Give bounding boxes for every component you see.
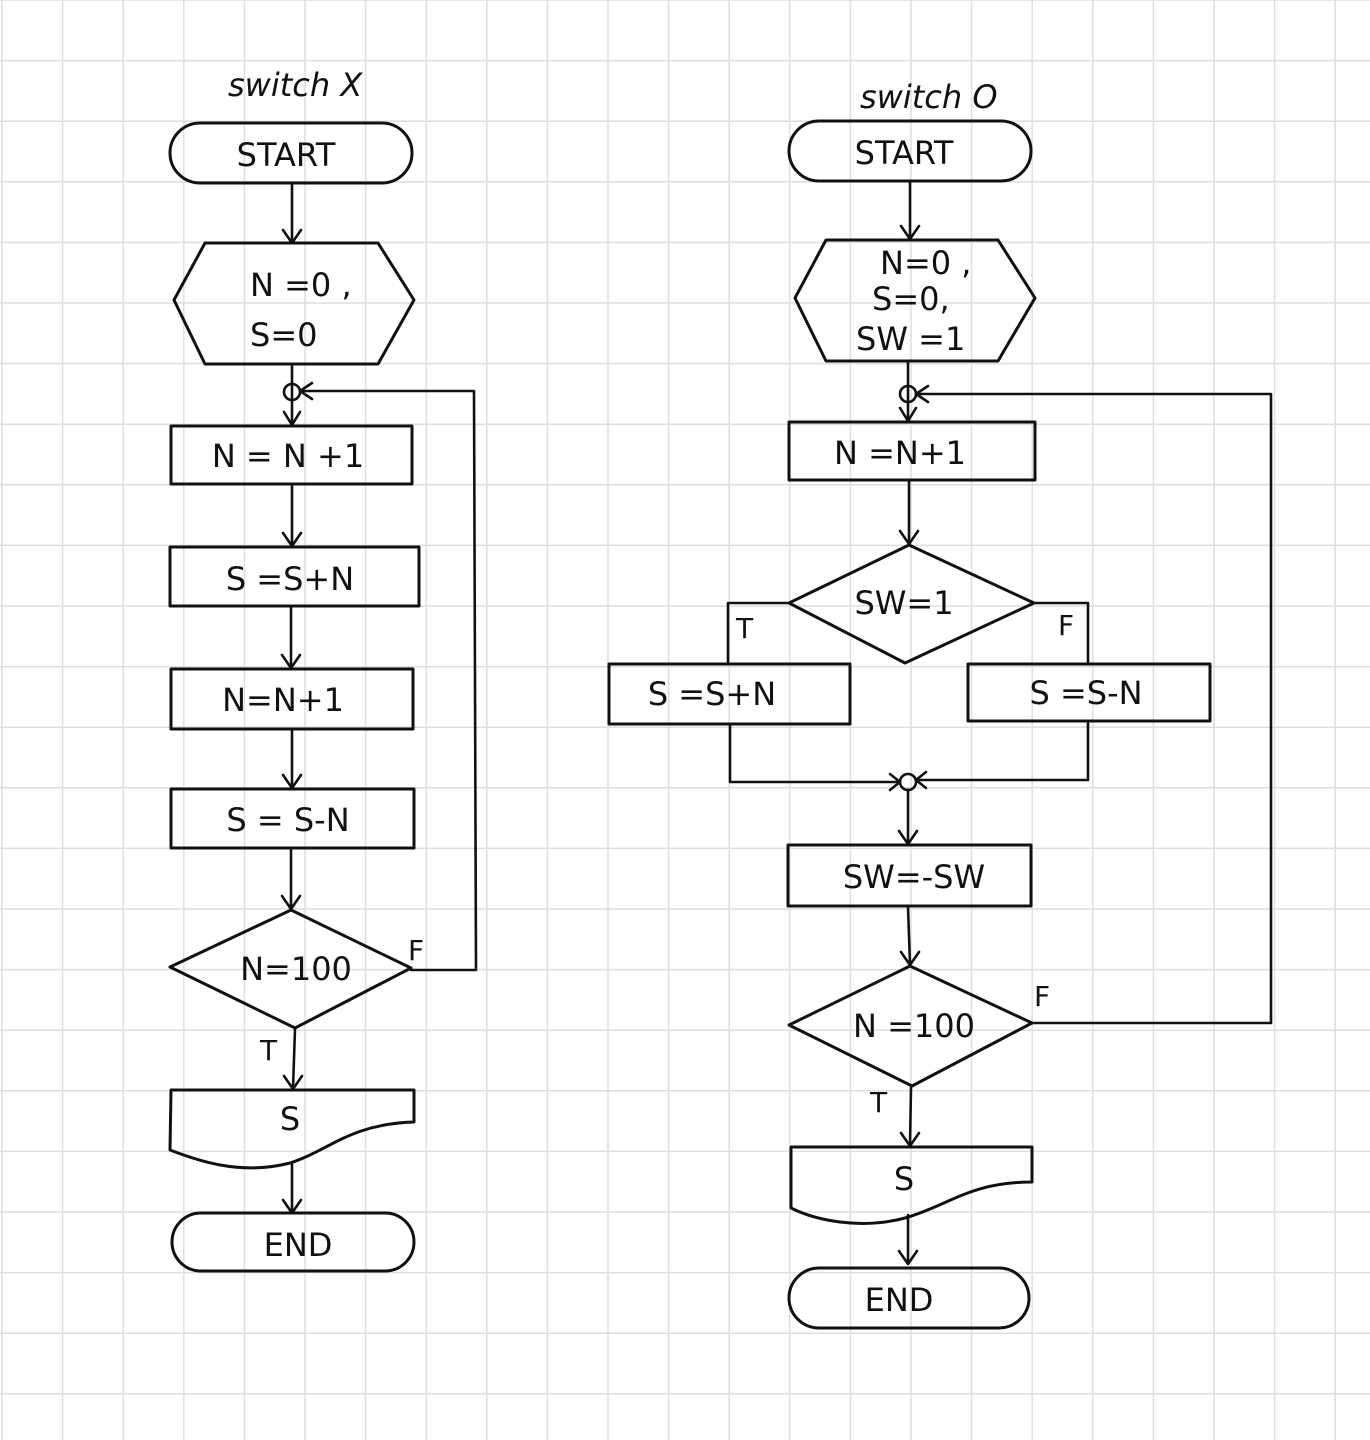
left-step2-box	[168, 545, 421, 608]
right-edge-merge-right	[914, 720, 1090, 782]
left-start-terminal	[168, 121, 414, 185]
right-init-line3: SW =1	[856, 320, 965, 358]
right-merge-arrowhead	[888, 772, 902, 792]
right-toggle-box	[786, 843, 1033, 908]
right-init-line1: N=0 ,	[880, 244, 971, 282]
left-loop-arrowhead	[298, 381, 314, 401]
right-decision-n	[787, 964, 1034, 1088]
right-edge-true-branch	[726, 601, 791, 664]
right-true-label: T	[869, 1086, 888, 1119]
left-step4-label: S = S-N	[226, 801, 349, 839]
left-init-line2: S=0	[250, 316, 317, 354]
right-step1-box	[787, 420, 1037, 482]
right-loop-back-edge	[914, 392, 1273, 1025]
right-end-label: END	[865, 1281, 934, 1319]
right-edge-toggle-decision	[906, 905, 912, 966]
right-decision-sw	[787, 543, 1036, 665]
left-step1-label: N = N +1	[212, 437, 364, 475]
left-title: switch X	[228, 66, 363, 104]
right-toggle-label: SW=-SW	[843, 858, 985, 896]
left-false-label: F	[408, 934, 424, 967]
left-start-label: START	[237, 136, 336, 174]
right-init-hexagon	[793, 238, 1037, 363]
flowchart-switch-o: switch O START N=0 , S=0, SW =1 N =N+1 S…	[607, 78, 1273, 1330]
right-branch-false-label: S =S-N	[1029, 674, 1142, 712]
right-title: switch O	[860, 78, 998, 116]
right-loop-arrowhead	[914, 384, 930, 404]
left-step4-box	[169, 787, 416, 850]
flowchart-switch-x: switch X START N =0 , S=0 N = N +1 S =S+…	[168, 66, 478, 1273]
left-init-line1: N =0 ,	[250, 266, 352, 304]
right-decision-n-label: N =100	[853, 1007, 975, 1045]
right-edge-decision-output	[908, 1085, 913, 1147]
left-loop-back-edge	[298, 389, 478, 972]
left-output-label: S	[280, 1100, 300, 1138]
right-init-line2: S=0,	[872, 280, 950, 318]
left-output-document	[168, 1088, 416, 1170]
right-branch-true-label: S =S+N	[648, 675, 776, 713]
left-init-hexagon	[172, 241, 416, 366]
left-decision-label: N=100	[240, 950, 352, 988]
left-edge-decision-output	[291, 1027, 297, 1090]
right-output-label: S	[894, 1160, 914, 1198]
left-end-label: END	[264, 1226, 333, 1264]
right-false-label: F	[1034, 980, 1050, 1013]
right-edge-merge-left	[728, 723, 902, 784]
right-true-label-sw: T	[735, 612, 754, 645]
right-branch-false-box	[966, 662, 1212, 723]
right-false-label-sw: F	[1058, 609, 1074, 642]
left-step2-label: S =S+N	[226, 560, 354, 598]
left-step3-label: N=N+1	[222, 681, 344, 719]
right-step1-label: N =N+1	[834, 434, 966, 472]
right-end-terminal	[787, 1266, 1031, 1330]
right-start-label: START	[855, 134, 954, 172]
right-decision-sw-label: SW=1	[854, 584, 953, 622]
right-arrowhead	[897, 1249, 919, 1266]
left-true-label: T	[259, 1034, 278, 1067]
left-end-terminal	[170, 1211, 416, 1273]
right-output-document	[789, 1145, 1034, 1225]
right-merge-arrowhead	[914, 770, 928, 790]
right-edge-false-branch	[1032, 601, 1090, 665]
